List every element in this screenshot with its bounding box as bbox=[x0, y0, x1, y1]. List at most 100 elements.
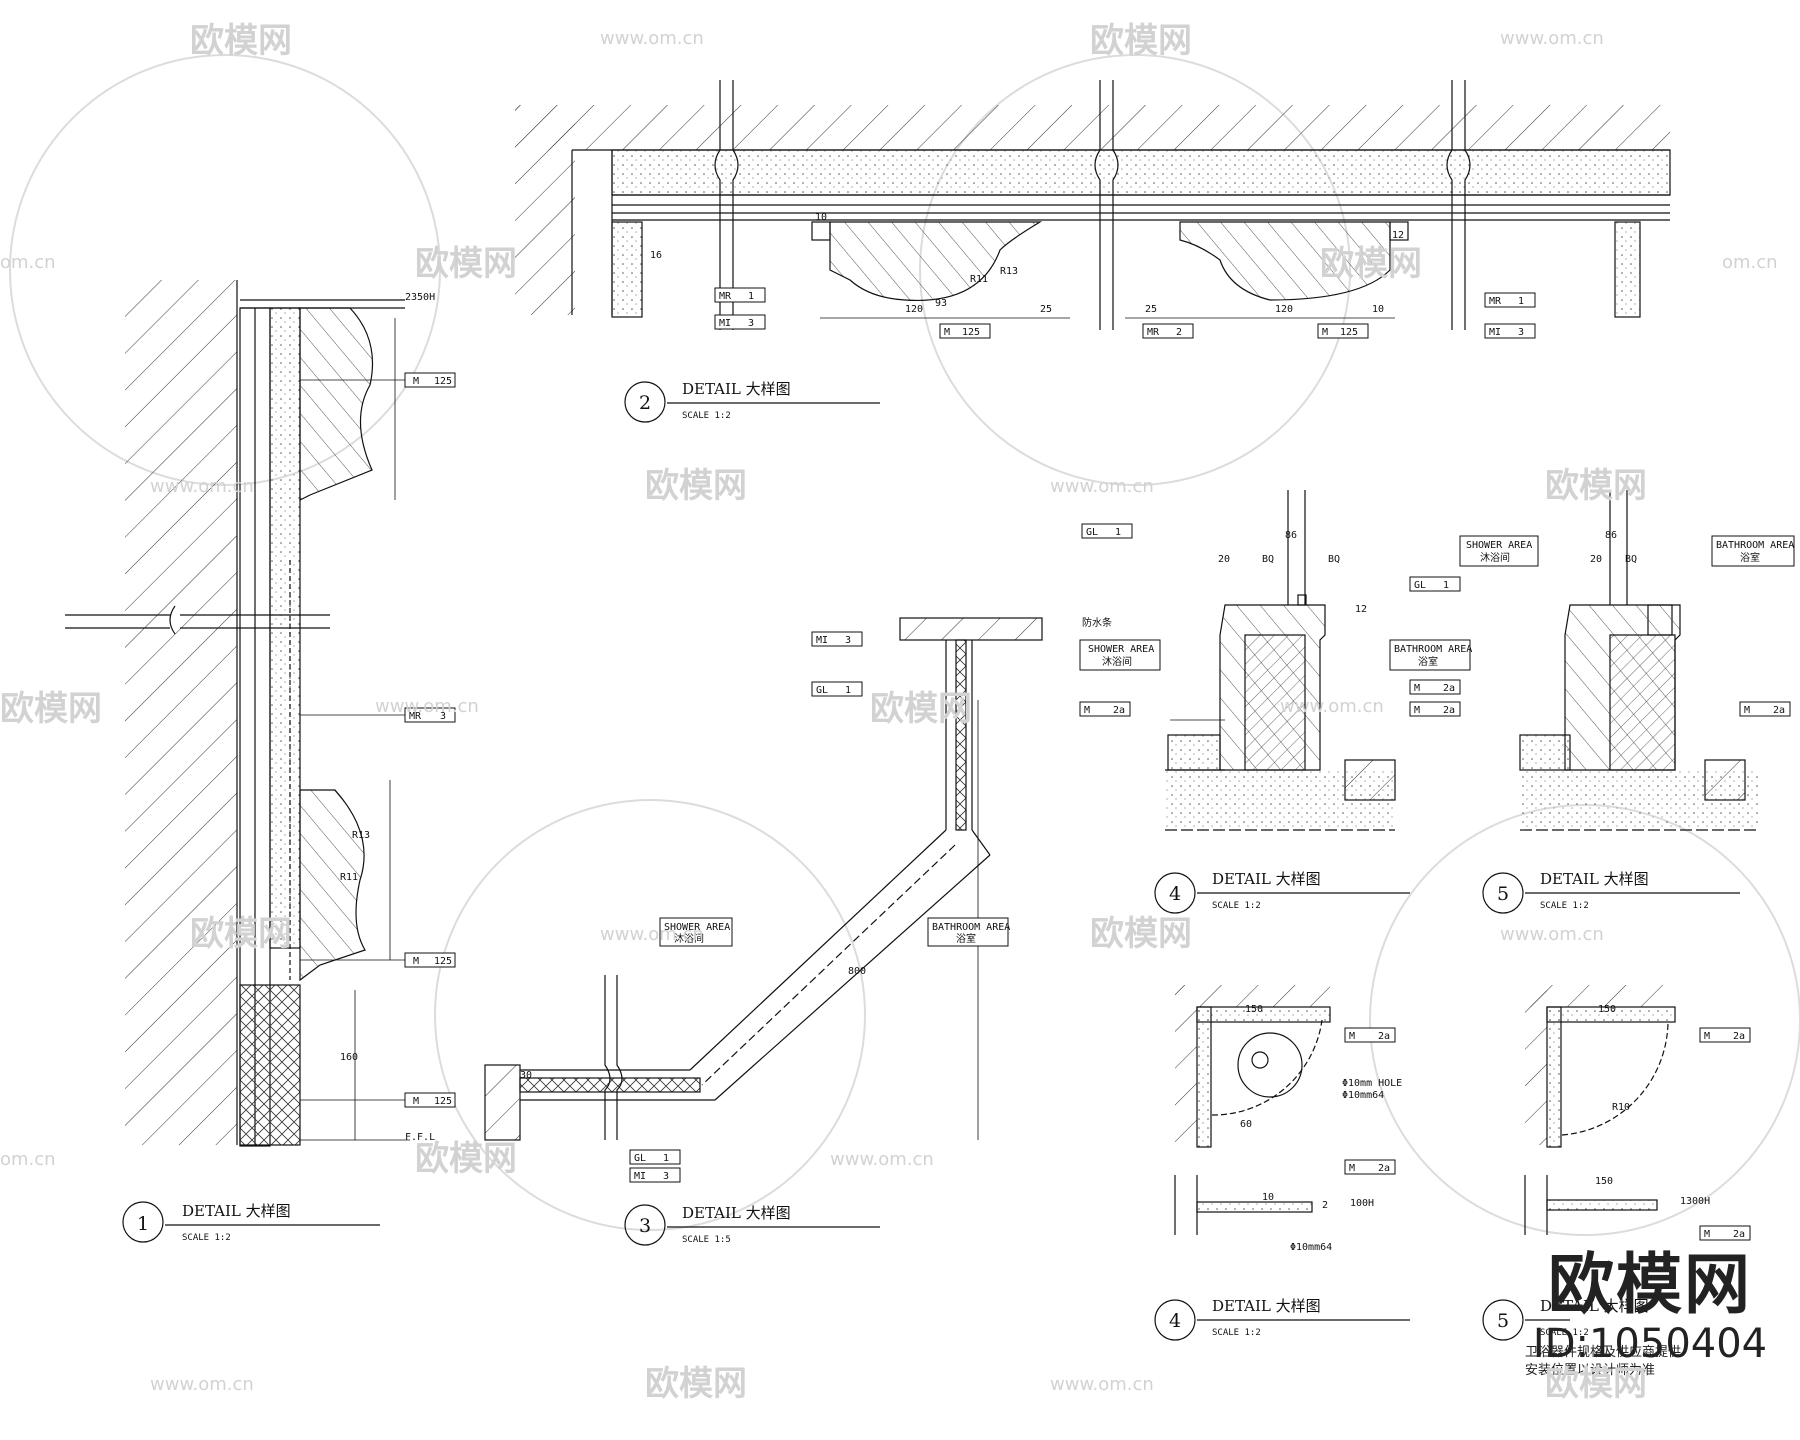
shower-area-en-d4: SHOWER AREA bbox=[1088, 644, 1154, 655]
tag-m-2a-a-key: M bbox=[1084, 705, 1090, 716]
wm-domain-1: om.cn bbox=[0, 252, 56, 273]
dim-86-d4: 86 bbox=[1285, 530, 1297, 541]
detail-2-drawing bbox=[515, 80, 1671, 330]
dim-10-d4b: 10 bbox=[1262, 1192, 1274, 1203]
shower-area-en-d5: SHOWER AREA bbox=[1466, 540, 1532, 551]
tag-m-2a-c-val: 2a bbox=[1443, 705, 1455, 716]
bq-label-d5: BQ bbox=[1625, 554, 1637, 565]
wm-url-7: www.om.cn bbox=[600, 924, 704, 945]
detail-4b-title: DETAIL 大样图 bbox=[1212, 1297, 1321, 1315]
dim-20-d5: 20 bbox=[1590, 554, 1602, 565]
detail-5b-labels: M 2a M 2a 150 R10 1300H 150 bbox=[1595, 1004, 1751, 1241]
tag-m-2a-d-key: M bbox=[1744, 705, 1750, 716]
detail-4-scale: SCALE 1:2 bbox=[1212, 901, 1261, 911]
wm-brand-12: 欧模网 bbox=[645, 1364, 747, 1404]
shower-area-en-d3: SHOWER AREA bbox=[664, 922, 730, 933]
wm-brand-3: 欧模网 bbox=[415, 244, 517, 284]
tag-m-2a-h-val: 2a bbox=[1733, 1229, 1745, 1240]
detail-2-title: DETAIL 大样图 bbox=[682, 380, 791, 398]
tag-gl-1-b-val: 1 bbox=[663, 1153, 669, 1164]
tag-m-2a-g-val: 2a bbox=[1733, 1031, 1745, 1042]
tag-mi-3-d-key: MI bbox=[634, 1171, 646, 1182]
tag-m-2a-c-key: M bbox=[1414, 705, 1420, 716]
tag-m-125-e-key: M bbox=[1322, 327, 1328, 338]
detail-3-num: 3 bbox=[639, 1215, 651, 1237]
tag-m-125-c-key: M bbox=[413, 1096, 419, 1107]
detail-5b-num: 5 bbox=[1497, 1310, 1509, 1332]
tag-mi-3-a-key: MI bbox=[719, 318, 731, 329]
detail-4-drawing bbox=[1165, 490, 1396, 831]
tag-mi-3-a-val: 3 bbox=[748, 318, 754, 329]
wm-url-4: www.om.cn bbox=[1050, 476, 1154, 497]
wm-url-6: www.om.cn bbox=[1280, 696, 1384, 717]
tag-mi-3-b-key: MI bbox=[1489, 327, 1501, 338]
detail-5b-scale: SCALE 1:2 bbox=[1540, 1328, 1589, 1338]
radius-r13-d2: R13 bbox=[1000, 266, 1018, 277]
detail-2-scale: SCALE 1:2 bbox=[682, 411, 731, 421]
tag-mr-1-a-val: 1 bbox=[748, 291, 754, 302]
pipe-note-1: Φ10mm HOLE bbox=[1342, 1078, 1402, 1089]
detail-1-drawing bbox=[65, 280, 410, 1147]
tag-mr-3-key: MR bbox=[409, 711, 422, 722]
tag-m-2a-a-val: 2a bbox=[1113, 705, 1125, 716]
wm-brand-13: 欧模网 bbox=[1545, 1364, 1647, 1404]
tag-m-125-e-val: 125 bbox=[1340, 327, 1358, 338]
pipe-note-3: Φ10mm64 bbox=[1290, 1242, 1332, 1253]
shower-area-cn-d4: 沐浴间 bbox=[1102, 655, 1132, 668]
tag-gl-1-d-key: GL bbox=[1414, 580, 1426, 591]
level-1300h: 1300H bbox=[1680, 1196, 1710, 1207]
tag-mi-3-b-val: 3 bbox=[1518, 327, 1524, 338]
level-ffl: F.F.L bbox=[405, 1132, 435, 1143]
shower-area-cn-d3: 沐浴间 bbox=[674, 932, 704, 945]
tag-m-125-d-val: 125 bbox=[962, 327, 980, 338]
radius-r11-d2: R11 bbox=[970, 274, 988, 285]
dim-160-d1: 160 bbox=[340, 1052, 358, 1063]
dim-12-a: 12 bbox=[1392, 230, 1404, 241]
wm-brand-11: 欧模网 bbox=[415, 1139, 517, 1179]
dim-120-b: 120 bbox=[1275, 304, 1293, 315]
detail-4b-num: 4 bbox=[1169, 1310, 1181, 1332]
dim-25-b: 25 bbox=[1145, 304, 1157, 315]
dim-120-a: 120 bbox=[905, 304, 923, 315]
detail-5b-drawing bbox=[1524, 985, 1676, 1235]
tag-m-125-d-key: M bbox=[944, 327, 950, 338]
detail-3-labels: MI 3 GL 1 GL 1 MI 3 SHOWER AREA 沐浴间 BATH… bbox=[520, 631, 1010, 1183]
spec-note: 卫浴器件规格及供应商提供 安装位置以设计师为准 bbox=[1525, 1344, 1681, 1378]
detail-3-scale: SCALE 1:5 bbox=[682, 1235, 731, 1245]
detail-3-title: DETAIL 大样图 bbox=[682, 1204, 791, 1222]
detail-4b-labels: M 2a M 2a 150 Φ10mm HOLE Φ10mm64 60 100H… bbox=[1240, 1004, 1402, 1253]
dim-10-b: 10 bbox=[815, 212, 827, 223]
tag-gl-1-a-key: GL bbox=[816, 685, 828, 696]
wm-url-8: www.om.cn bbox=[1500, 924, 1604, 945]
wm-brand-9: 欧模网 bbox=[190, 914, 292, 954]
tag-m-125-a-val: 125 bbox=[434, 376, 452, 387]
tag-m-125-a-key: M bbox=[413, 376, 419, 387]
tag-m-2a-b-val: 2a bbox=[1443, 683, 1455, 694]
detail-5-drawing bbox=[1519, 490, 1760, 831]
wm-url-3: www.om.cn bbox=[150, 476, 254, 497]
radius-r10: R10 bbox=[1612, 1102, 1630, 1113]
detail-1-title: DETAIL 大样图 bbox=[182, 1202, 291, 1220]
bq-label-d4b: BQ bbox=[1328, 554, 1340, 565]
dim-93-a: 93 bbox=[935, 298, 947, 309]
dim-30-d3: 30 bbox=[520, 1070, 532, 1081]
tag-gl-1-b-key: GL bbox=[634, 1153, 646, 1164]
wm-brand-4: 欧模网 bbox=[1320, 244, 1422, 284]
tag-mr-1-b-val: 1 bbox=[1518, 296, 1524, 307]
tag-m-125-b-key: M bbox=[413, 956, 419, 967]
detail-1-num: 1 bbox=[137, 1213, 149, 1235]
wm-url-2: www.om.cn bbox=[1500, 28, 1604, 49]
note-line-1: 卫浴器件规格及供应商提供 bbox=[1525, 1344, 1681, 1360]
wm-brand-2: 欧模网 bbox=[1090, 21, 1192, 61]
tag-mi-3-c-key: MI bbox=[816, 635, 828, 646]
dim-25-a: 25 bbox=[1040, 304, 1052, 315]
detail-5b-title: DETAIL 大样图 bbox=[1540, 1297, 1649, 1315]
tag-m-2a-b-key: M bbox=[1414, 683, 1420, 694]
dim-60: 60 bbox=[1240, 1119, 1252, 1130]
wm-url-5: www.om.cn bbox=[375, 696, 479, 717]
shower-area-cn-d5: 沐浴间 bbox=[1480, 551, 1510, 564]
wm-brand-8: 欧模网 bbox=[870, 689, 972, 729]
level-2350: 2350H bbox=[405, 292, 435, 303]
detail-4-labels: GL 1 防水条 SHOWER AREA 沐浴间 BATHROOM AREA 浴… bbox=[1079, 523, 1472, 717]
